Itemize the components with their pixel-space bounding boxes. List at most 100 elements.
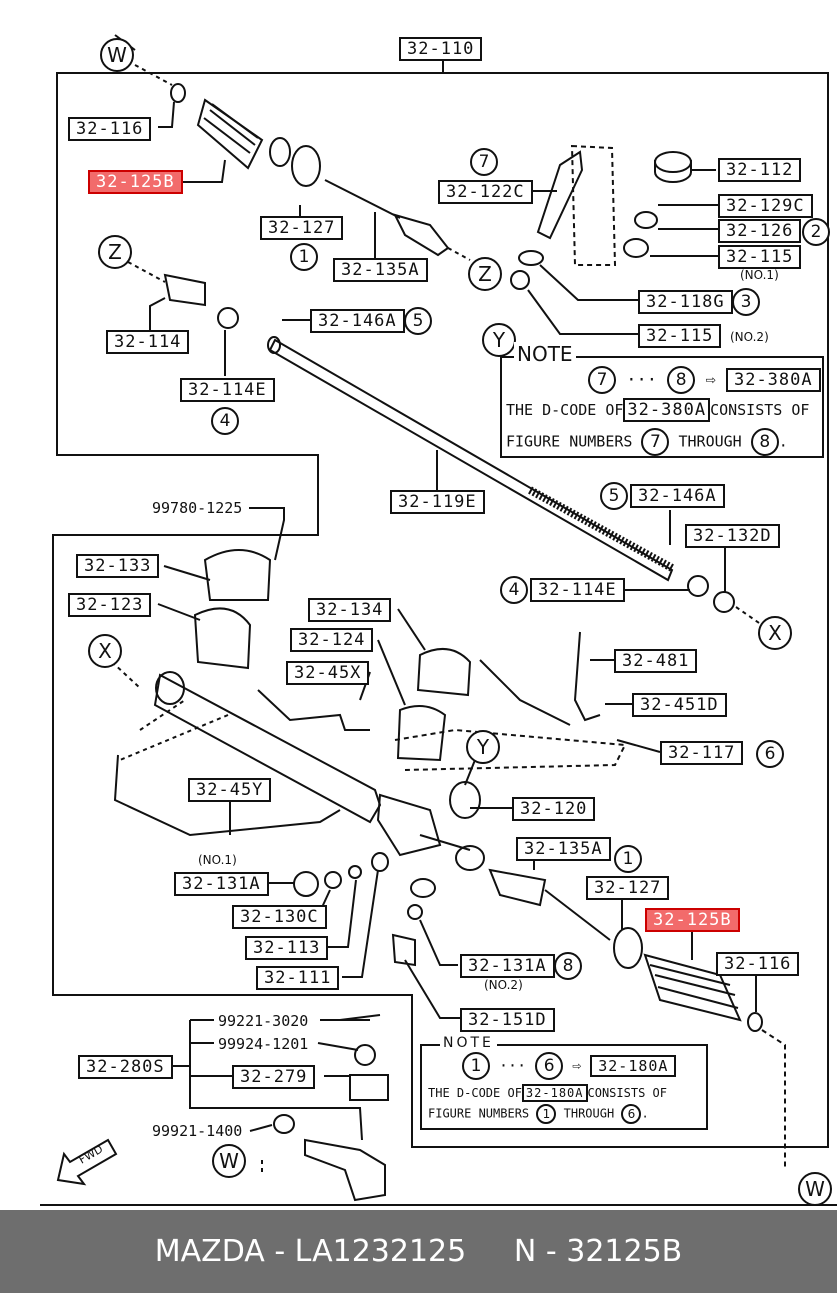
callout-y-top: Y <box>482 323 516 357</box>
part-label-32-451D[interactable]: 32-451D <box>632 693 727 717</box>
part-number-99921-1400[interactable]: 99921-1400 <box>152 1122 243 1140</box>
callout-3: 3 <box>732 288 760 316</box>
callout-1-bottom: 1 <box>614 845 642 873</box>
note-bottom-line2-code[interactable]: 32-180A <box>521 1084 588 1102</box>
note-line3-bottom: FIGURE NUMBERS 1 THROUGH 6. <box>428 1104 649 1124</box>
note-top-line3-to: 8 <box>750 428 779 456</box>
part-label-32-279[interactable]: 32-279 <box>232 1065 316 1089</box>
note-bottom-to: 6 <box>535 1052 564 1080</box>
footer-brand: MAZDA - LA1232125 <box>154 1234 467 1269</box>
note-bottom-code[interactable]: 32-180A <box>590 1054 677 1077</box>
part-label-32-114E-mid[interactable]: 32-114E <box>530 578 625 602</box>
tag-no2-bottom: (NO.2) <box>484 978 523 992</box>
part-label-32-111[interactable]: 32-111 <box>256 966 340 990</box>
note-line3-top: FIGURE NUMBERS 7 THROUGH 8. <box>506 428 788 456</box>
note-bottom-from: 1 <box>462 1052 490 1080</box>
part-label-32-125B-top-highlighted[interactable]: 32-125B <box>88 170 183 194</box>
callout-z-left: Z <box>98 235 132 269</box>
part-number-99780-1225[interactable]: 99780-1225 <box>152 499 243 517</box>
callout-x-left: X <box>88 634 122 668</box>
note-top-line2-post: CONSISTS OF <box>710 401 810 419</box>
note-top-dots: ··· <box>626 370 657 390</box>
part-label-32-134[interactable]: 32-134 <box>308 598 392 622</box>
part-label-32-123[interactable]: 32-123 <box>68 593 152 617</box>
part-label-32-118G[interactable]: 32-118G <box>638 290 733 314</box>
fwd-arrow-icon: FWD <box>54 1136 120 1190</box>
diagram-lineart <box>40 34 837 1206</box>
note-title-bottom: NOTE <box>440 1035 497 1051</box>
part-label-32-120[interactable]: 32-120 <box>512 797 596 821</box>
part-label-32-127-top[interactable]: 32-127 <box>260 216 344 240</box>
tag-no1-top: (NO.1) <box>740 268 779 282</box>
note-bottom-line3-to: 6 <box>621 1104 642 1124</box>
note-bottom-dots: ··· <box>499 1056 527 1075</box>
note-bottom-arrow: ⇨ <box>572 1056 582 1075</box>
callout-w-bottom-left: W <box>212 1144 246 1178</box>
part-label-32-114E-top[interactable]: 32-114E <box>180 378 275 402</box>
part-label-32-115-no2[interactable]: 32-115 <box>638 324 722 348</box>
part-label-32-115-no1[interactable]: 32-115 <box>718 245 802 269</box>
part-label-32-122C[interactable]: 32-122C <box>438 180 533 204</box>
note-top-line2-pre: THE D-CODE OF <box>506 401 624 419</box>
part-label-32-151D[interactable]: 32-151D <box>460 1008 555 1032</box>
part-label-32-125B-bottom-highlighted[interactable]: 32-125B <box>645 908 740 932</box>
part-label-32-45X[interactable]: 32-45X <box>286 661 370 685</box>
part-label-32-126[interactable]: 32-126 <box>718 219 802 243</box>
note-top-from: 7 <box>588 366 616 394</box>
callout-w-top: W <box>100 38 134 72</box>
callout-4-top: 4 <box>211 407 239 435</box>
footer-bar: MAZDA - LA1232125 N - 32125B <box>0 1210 837 1293</box>
part-label-32-110[interactable]: 32-110 <box>399 37 483 61</box>
upper-boot-shape <box>170 83 321 187</box>
part-label-32-113[interactable]: 32-113 <box>245 936 329 960</box>
part-label-32-116-bottom[interactable]: 32-116 <box>716 952 800 976</box>
callout-1-top: 1 <box>290 243 318 271</box>
part-label-32-146A-top[interactable]: 32-146A <box>310 309 405 333</box>
part-label-32-114[interactable]: 32-114 <box>106 330 190 354</box>
note-top-arrow: ⇨ <box>705 370 716 390</box>
tag-no2-top: (NO.2) <box>730 330 769 344</box>
part-label-32-45Y[interactable]: 32-45Y <box>188 778 272 802</box>
part-label-32-129C[interactable]: 32-129C <box>718 194 813 218</box>
part-label-32-131A-no2[interactable]: 32-131A <box>460 954 555 978</box>
part-label-32-131A-no1[interactable]: 32-131A <box>174 872 269 896</box>
callout-x-right: X <box>758 616 792 650</box>
part-label-32-127-bottom[interactable]: 32-127 <box>586 876 670 900</box>
part-label-32-132D[interactable]: 32-132D <box>685 524 780 548</box>
part-label-32-124[interactable]: 32-124 <box>290 628 374 652</box>
part-label-32-133[interactable]: 32-133 <box>76 554 160 578</box>
note-top-to: 8 <box>667 366 696 394</box>
callout-8-bottom: 8 <box>554 952 582 980</box>
tag-no1-bottom: (NO.1) <box>198 853 237 867</box>
part-label-32-146A-mid[interactable]: 32-146A <box>630 484 725 508</box>
note-top-line2-code[interactable]: 32-380A <box>623 398 711 422</box>
note-top-line3-pre: FIGURE NUMBERS <box>506 432 633 451</box>
note-top-line3-from: 7 <box>641 428 670 456</box>
callout-z-right: Z <box>468 257 502 291</box>
note-title-top: NOTE <box>514 342 576 366</box>
part-label-32-280S[interactable]: 32-280S <box>78 1055 173 1079</box>
note-bottom-line3-pre: FIGURE NUMBERS <box>428 1106 530 1121</box>
part-label-32-135A-bottom[interactable]: 32-135A <box>516 837 611 861</box>
part-label-32-135A-top[interactable]: 32-135A <box>333 258 428 282</box>
note-bottom-line2-post: CONSISTS OF <box>587 1086 667 1100</box>
callout-4-mid: 4 <box>500 576 528 604</box>
note-top-code[interactable]: 32-380A <box>725 368 821 392</box>
part-label-32-119E[interactable]: 32-119E <box>390 490 485 514</box>
part-label-32-117[interactable]: 32-117 <box>660 741 744 765</box>
parts-diagram: 32-110 32-116 32-125B 32-127 32-135A 32-… <box>40 34 837 1206</box>
part-label-32-130C[interactable]: 32-130C <box>232 905 327 929</box>
part-number-99924-1201[interactable]: 99924-1201 <box>218 1035 309 1053</box>
footer-number: N - 32125B <box>513 1234 683 1269</box>
note-bottom-line3-mid: THROUGH <box>563 1106 615 1121</box>
part-label-32-112[interactable]: 32-112 <box>718 158 802 182</box>
part-number-99221-3020[interactable]: 99221-3020 <box>218 1012 309 1030</box>
part-label-32-116-top[interactable]: 32-116 <box>68 117 152 141</box>
note-line1-bottom: 1 ··· 6 ⇨ 32-180A <box>462 1052 677 1080</box>
callout-6: 6 <box>756 740 784 768</box>
part-label-32-481[interactable]: 32-481 <box>614 649 698 673</box>
